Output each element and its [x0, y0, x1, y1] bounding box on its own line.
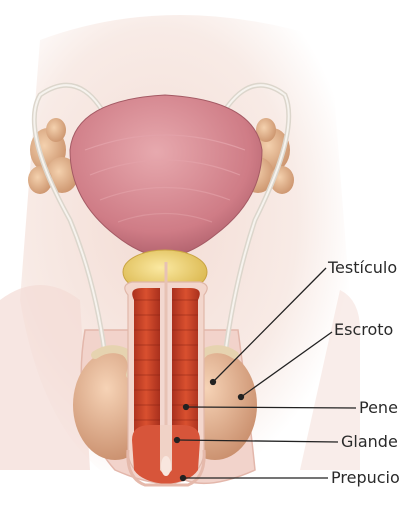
leader-pene-dot: [184, 405, 189, 410]
label-testiculo: Testículo: [328, 259, 397, 277]
leader-escroto-dot: [239, 395, 244, 400]
leader-prepucio-dot: [181, 476, 186, 481]
glans: [132, 425, 200, 484]
label-glande: Glande: [341, 433, 398, 451]
label-pene: Pene: [359, 399, 398, 417]
leader-testiculo-dot: [211, 380, 216, 385]
label-prepucio: Prepucio: [331, 469, 400, 487]
leader-glande-dot: [175, 438, 180, 443]
label-escroto: Escroto: [334, 321, 393, 339]
